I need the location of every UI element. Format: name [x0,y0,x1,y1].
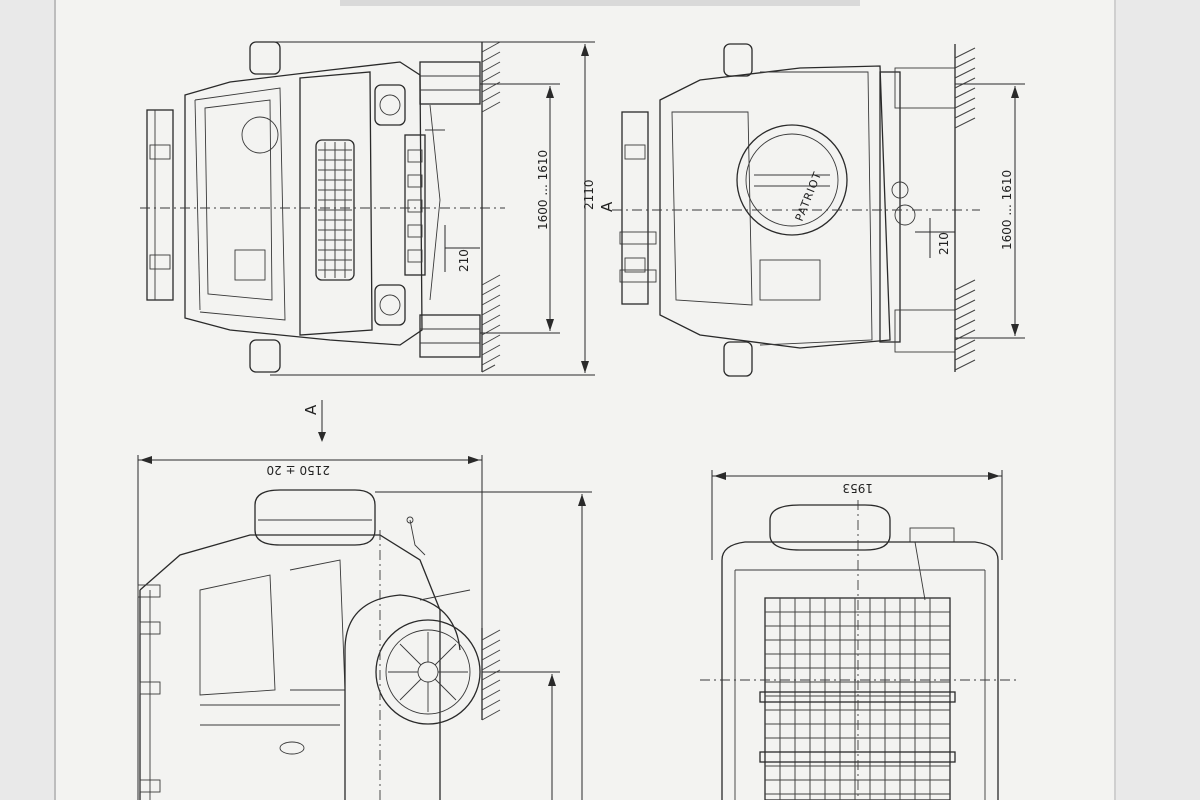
rear-view [612,43,1025,377]
front-track-dimension: 1600 ... 1610 [536,150,550,230]
page-header-band [340,0,860,6]
front-view [140,41,595,376]
side-length-dimension: 2150 ± 20 [267,463,331,477]
front-small-dimension: 210 [457,249,471,272]
top-view [700,470,1020,800]
rear-section-mark: A [598,201,616,212]
top-width-dimension: 1953 [842,481,873,495]
side-view [137,455,592,800]
side-section-mark: A [302,404,320,415]
rear-track-dimension: 1600 ... 1610 [1000,170,1014,250]
rear-small-dimension: 210 [937,232,951,255]
front-height-dimension: 2110 [582,179,596,210]
section-arrow [318,400,326,442]
